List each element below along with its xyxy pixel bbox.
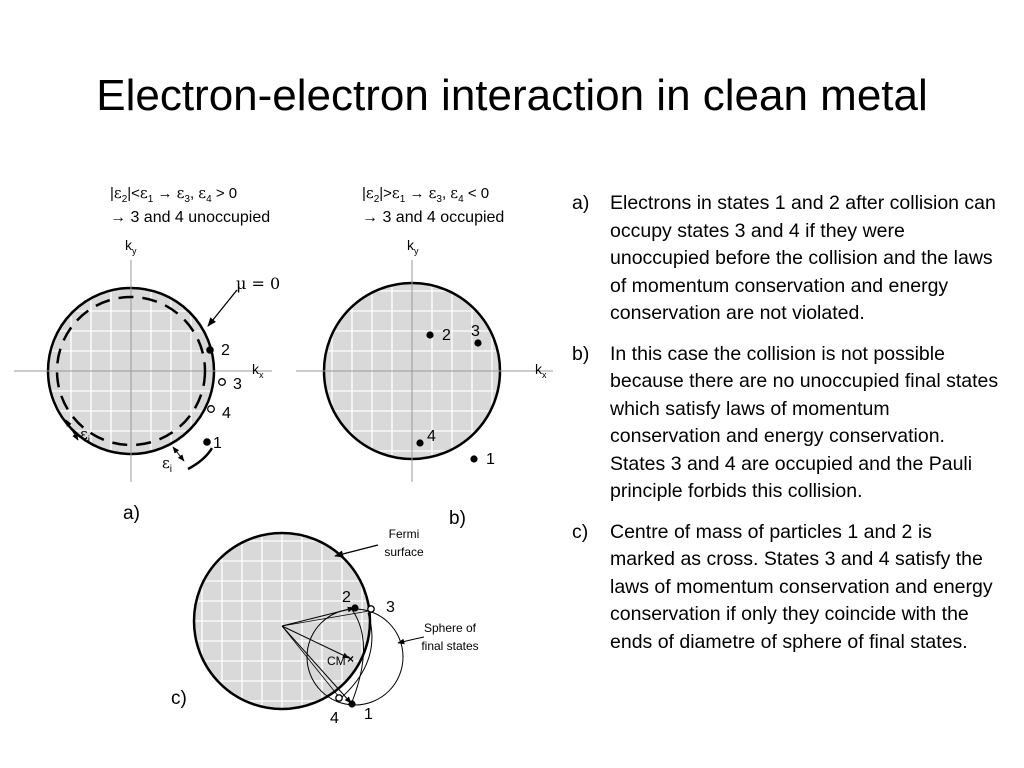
explanation-text: In this case the collision is not possib…	[610, 342, 999, 503]
fermi-surface-label-1: Fermi	[389, 527, 420, 541]
mu-zero-circle	[55, 295, 207, 447]
point-4-a	[207, 405, 215, 413]
vector-1	[281, 625, 352, 704]
slide-title: Electron-electron interaction in clean m…	[96, 71, 928, 120]
vector-4	[281, 625, 340, 698]
point-label-1-c: 1	[364, 706, 373, 723]
point-label-4-a: 4	[222, 405, 231, 422]
explanation-text: Centre of mass of particles 1 and 2 is m…	[610, 520, 993, 653]
cm-label: CM	[327, 654, 346, 668]
sphere-label-2: final states	[421, 639, 478, 653]
point-3-c	[367, 605, 375, 613]
point-label-2-b: 2	[442, 327, 451, 344]
epsilon-right-shell	[187, 447, 214, 471]
explanation-item-a: a) Electrons in states 1 and 2 after col…	[572, 190, 1002, 328]
point-label-2-a: 2	[221, 342, 230, 359]
fermi-surface-arrow	[334, 544, 379, 558]
point-label-3-a: 3	[233, 376, 242, 393]
point-2-c	[351, 604, 359, 612]
explanation-item-b: b) In this case the collision is not pos…	[572, 341, 1002, 506]
epsilon-right-label: εi	[162, 454, 172, 475]
point-label-4-b: 4	[427, 428, 436, 445]
point-1-c	[348, 700, 356, 708]
point-label-2-c: 2	[342, 589, 351, 606]
point-4-b	[416, 439, 424, 447]
kx-label-a: kx	[252, 361, 264, 380]
point-3-a	[218, 378, 226, 386]
mu-pointer-arrow	[207, 289, 238, 327]
epsilon-left-label: εi	[80, 425, 90, 446]
point-2-a	[206, 346, 214, 354]
point-3-b	[474, 339, 482, 347]
panel-c: 2 3 4 1 CM × Fermi surface Sphere of fin…	[171, 527, 479, 727]
fermi-surface-label-2: surface	[384, 545, 424, 559]
explanation-marker: b)	[572, 342, 590, 365]
panel-a-condition: |ε2|<ε1 → ε3, ε4 > 0	[110, 184, 237, 205]
explanation-marker: c)	[572, 520, 589, 543]
epsilon-right-arrow	[172, 446, 185, 462]
cm-cross-icon: ×	[347, 652, 354, 666]
point-2-b	[426, 331, 434, 339]
panel-label-c: c)	[171, 688, 187, 709]
panel-label-a: a)	[123, 503, 140, 524]
mu-label: μ = 0	[236, 274, 280, 293]
sphere-label-1: Sphere of	[424, 621, 477, 635]
panel-b: |ε2|>ε1 → ε3, ε4 < 0 → 3 and 4 occupied …	[296, 184, 553, 529]
ky-label-b: ky	[407, 237, 419, 256]
explanation-list: a) Electrons in states 1 and 2 after col…	[572, 190, 1002, 669]
point-label-1-a: 1	[213, 435, 222, 452]
point-label-4-c: 4	[330, 710, 339, 727]
panel-b-condition: |ε2|>ε1 → ε3, ε4 < 0	[362, 184, 489, 205]
momentum-sum-line	[349, 606, 364, 703]
explanation-marker: a)	[572, 192, 590, 214]
explanation-item-c: c) Centre of mass of particles 1 and 2 i…	[572, 519, 1002, 657]
diameter-line	[340, 612, 373, 699]
epsilon-left-arrow	[65, 419, 79, 441]
sphere-arrow	[397, 636, 425, 645]
panel-b-result: → 3 and 4 occupied	[362, 209, 504, 226]
panel-label-b: b)	[449, 508, 466, 529]
explanation-text: Electrons in states 1 and 2 after collis…	[610, 192, 996, 324]
point-label-3-b: 3	[471, 323, 480, 340]
point-1-b	[470, 455, 478, 463]
vector-cm	[281, 625, 350, 659]
point-label-3-c: 3	[386, 599, 395, 616]
ky-label-a: ky	[125, 237, 137, 256]
point-1-a	[203, 438, 211, 446]
kx-label-b: kx	[535, 361, 547, 380]
vector-2	[281, 606, 355, 627]
point-label-1-b: 1	[486, 451, 495, 468]
panel-a-result: → 3 and 4 unoccupied	[110, 209, 270, 226]
point-4-c	[335, 694, 343, 702]
panel-a: |ε2|<ε1 → ε3, ε4 > 0 → 3 and 4 unoccupie…	[14, 184, 280, 524]
